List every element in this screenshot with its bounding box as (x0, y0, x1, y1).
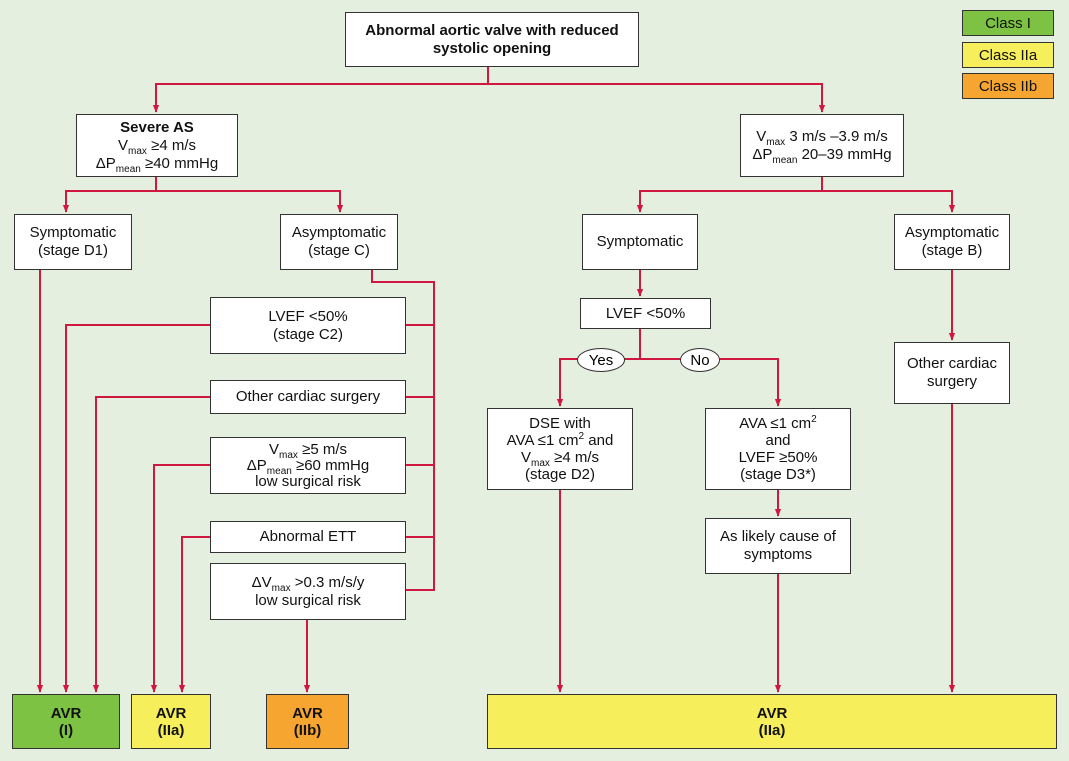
likely-cause-line-1: As likely cause of (720, 528, 836, 545)
severe-as-node: Severe AS Vmax ≥4 m/s ΔPmean ≥40 mmHg (76, 114, 238, 177)
arrow-vmax5-to-avr-iia (150, 464, 210, 693)
abnormal-ett-node: Abnormal ETT (210, 521, 406, 553)
other-surgery-left-node: Other cardiac surgery (210, 380, 406, 414)
ava-d3-line-1: AVA ≤1 cm2 (739, 414, 817, 433)
root-node: Abnormal aortic valve with reduced systo… (345, 12, 639, 67)
legend-class-i: Class I (962, 10, 1054, 36)
abnormal-ett-label: Abnormal ETT (259, 528, 357, 545)
asymptomatic-c-node: Asymptomatic (stage C) (280, 214, 398, 270)
arrow-moderate-to-asymptomatic (822, 190, 956, 213)
dvmax-line-2: low surgical risk (255, 591, 361, 609)
severe-as-title: Severe AS (120, 118, 194, 136)
arrow-surgery-to-avr-i (92, 396, 210, 693)
avr-class-iia-left: AVR (IIa) (131, 694, 211, 749)
dse-line-2: AVA ≤1 cm2 and (506, 431, 614, 450)
avr-iia-right-line-2: (IIa) (758, 721, 786, 739)
ava-d3-line-4: (stage D3*) (740, 466, 816, 483)
asymptomatic-c-line-1: Asymptomatic (291, 224, 387, 241)
arrow-severe-to-asymptomatic (156, 190, 344, 213)
avr-iia-right-line-1: AVR (756, 704, 788, 722)
vmax5-line-3: low surgical risk (255, 472, 361, 490)
moderate-dp: ΔPmean 20–39 mmHg (752, 145, 892, 166)
root-line-1: Abnormal aortic valve with reduced (365, 21, 619, 39)
symptomatic-d1-line-2: (stage D1) (37, 242, 109, 259)
dvmax-node: ΔVmax >0.3 m/s/y low surgical risk (210, 563, 406, 620)
avr-iib-line-1: AVR (292, 704, 323, 722)
lvef-c2-line-1: LVEF <50% (268, 307, 348, 325)
likely-cause-line-2: symptoms (743, 546, 813, 563)
lvef-c2-line-2: (stage C2) (272, 325, 344, 343)
ava-d3-node: AVA ≤1 cm2 and LVEF ≥50% (stage D3*) (705, 408, 851, 490)
avr-iib-line-2: (IIb) (293, 721, 322, 739)
bracket-stage-c (371, 270, 435, 591)
lvef-moderate-label: LVEF <50% (605, 304, 686, 322)
dse-node: DSE with AVA ≤1 cm2 and Vmax ≥4 m/s (sta… (487, 408, 633, 490)
arrow-moderate-to-symptomatic (636, 177, 823, 213)
lvef-c2-node: LVEF <50% (stage C2) (210, 297, 406, 354)
arrow-root-to-moderate (488, 83, 826, 113)
lvef-moderate-node: LVEF <50% (580, 298, 711, 329)
avr-i-line-1: AVR (50, 704, 82, 722)
dvmax-line-1: ΔVmax >0.3 m/s/y (251, 573, 365, 594)
avr-class-i: AVR (I) (12, 694, 120, 749)
symptomatic-moderate-label: Symptomatic (596, 233, 684, 250)
symptomatic-d1-line-1: Symptomatic (29, 224, 117, 241)
other-surgery-right-line-2: surgery (926, 373, 978, 390)
arrow-root-to-severe (152, 66, 489, 113)
avr-class-iia-right: AVR (IIa) (487, 694, 1057, 749)
dse-line-3: Vmax ≥4 m/s (521, 449, 599, 469)
arrow-lvef-c2-to-avr-i (62, 324, 210, 693)
asymptomatic-b-line-1: Asymptomatic (904, 224, 1000, 241)
moderate-vmax: Vmax 3 m/s –3.9 m/s (756, 127, 888, 148)
other-surgery-right-node: Other cardiac surgery (894, 342, 1010, 404)
yes-oval: Yes (577, 348, 625, 372)
vmax5-node: Vmax ≥5 m/s ΔPmean ≥60 mmHg low surgical… (210, 437, 406, 494)
dse-line-1: DSE with (529, 415, 591, 432)
dse-line-4: (stage D2) (524, 466, 596, 483)
moderate-as-node: Vmax 3 m/s –3.9 m/s ΔPmean 20–39 mmHg (740, 114, 904, 177)
legend-class-iia: Class IIa (962, 42, 1054, 68)
symptomatic-moderate-node: Symptomatic (582, 214, 698, 270)
vmax5-line-2: ΔPmean ≥60 mmHg (246, 456, 370, 477)
avr-class-iib: AVR (IIb) (266, 694, 349, 749)
symptomatic-d1-node: Symptomatic (stage D1) (14, 214, 132, 270)
severe-dp: ΔPmean ≥40 mmHg (95, 154, 219, 175)
avr-i-line-2: (I) (58, 721, 74, 739)
avr-iia-left-line-2: (IIa) (157, 721, 185, 739)
ava-d3-line-3: LVEF ≥50% (738, 449, 818, 466)
asymptomatic-c-line-2: (stage C) (308, 242, 370, 259)
vmax5-line-1: Vmax ≥5 m/s (269, 440, 347, 461)
asymptomatic-b-node: Asymptomatic (stage B) (894, 214, 1010, 270)
avr-iia-left-line-1: AVR (155, 704, 187, 722)
no-oval: No (680, 348, 720, 372)
arrow-ett-to-avr-iia (178, 536, 210, 693)
arrow-severe-to-symptomatic (62, 177, 157, 213)
ava-d3-line-2: and (765, 432, 791, 449)
legend-class-iib: Class IIb (962, 73, 1054, 99)
severe-vmax: Vmax ≥4 m/s (118, 136, 196, 157)
other-surgery-right-line-1: Other cardiac (906, 355, 998, 372)
likely-cause-node: As likely cause of symptoms (705, 518, 851, 574)
other-surgery-left-label: Other cardiac surgery (235, 388, 381, 405)
root-line-2: systolic opening (432, 39, 552, 57)
asymptomatic-b-line-2: (stage B) (921, 242, 983, 259)
